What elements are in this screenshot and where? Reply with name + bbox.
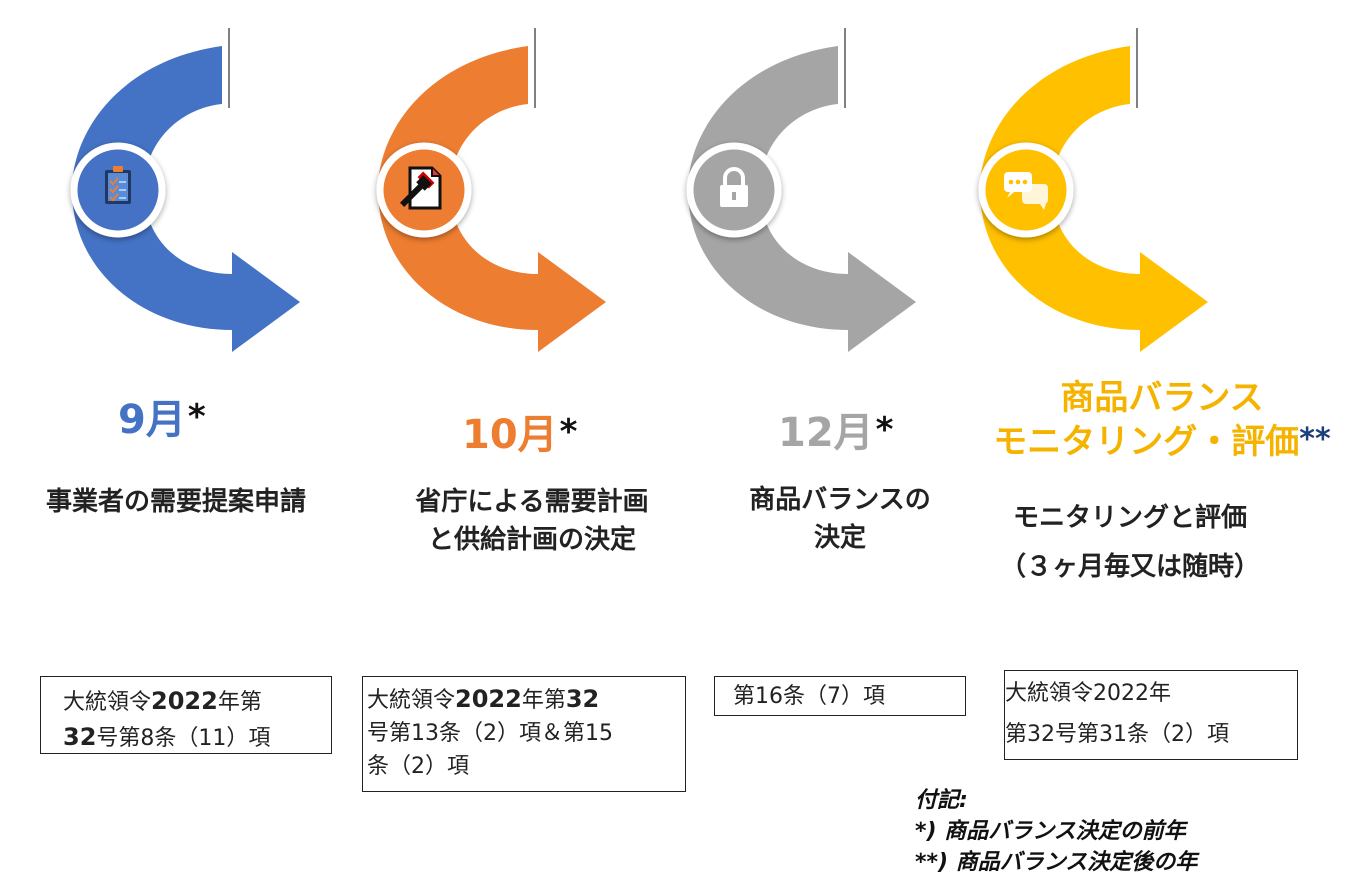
footnote-double-star: **) 商品バランス決定後の年 [915, 849, 1198, 875]
stage-1-reference: 大統領令2022年第 32号第8条（11）項 [40, 676, 332, 754]
stage-2-arrow-shape [378, 46, 606, 352]
stage-1-arrow-shape [72, 46, 300, 352]
stage-4-description: モニタリングと評価 （３ヶ月毎又は随時） [999, 503, 1260, 583]
stage-2-reference: 大統領令2022年第32 号第13条（2）項＆第15 条（2）項 [362, 676, 686, 792]
stage-4-ref-line-1: 大統領令2022年 [1005, 681, 1171, 706]
chat-bubbles-icon [1004, 172, 1048, 210]
stage-4-arrow-shape [980, 46, 1208, 352]
stage-1-arrow [70, 28, 300, 352]
stage-1-ref-line-1: 大統領令2022年第 [63, 687, 262, 715]
stage-3-arrow-shape [688, 46, 916, 352]
gavel-document-icon [399, 166, 442, 210]
stage-2-description: 省庁による需要計画 と供給計画の決定 [415, 487, 649, 555]
stage-2-ref-line-3: 条（2）項 [367, 754, 469, 779]
stage-3-arrow [686, 28, 916, 352]
stage-3-month: 12月* [778, 410, 894, 456]
stage-1-ref-line-2: 32号第8条（11）項 [63, 723, 271, 751]
stage-4-reference: 大統領令2022年 第32号第31条（2）項 [1004, 670, 1298, 760]
stage-2-ref-line-2: 号第13条（2）項＆第15 [367, 721, 613, 746]
footnote-heading: 付記: [915, 788, 968, 813]
stage-4-arrow [978, 28, 1208, 352]
stage-4-title: 商品バランス モニタリング・評価** [993, 378, 1331, 463]
stage-4-ref-line-2: 第32号第31条（2）項 [1005, 722, 1229, 747]
clipboard-checklist-icon [105, 166, 131, 204]
stage-2-ref-line-1: 大統領令2022年第32 [367, 685, 600, 713]
stage-3-reference: 第16条（7）項 [714, 676, 966, 716]
padlock-icon [720, 167, 748, 207]
footnote-single-star: *) 商品バランス決定の前年 [915, 818, 1186, 844]
stage-1-description: 事業者の需要提案申請 [45, 487, 306, 517]
curved-arrows-layer [70, 28, 1208, 352]
stage-3-ref-line-1: 第16条（7）項 [733, 684, 885, 709]
stage-2-arrow [376, 28, 606, 352]
footnotes: 付記: *) 商品バランス決定の前年 **) 商品バランス決定後の年 [915, 786, 1197, 878]
stage-3-description: 商品バランスの 決定 [749, 485, 931, 553]
stage-1-month: 9月* [118, 397, 206, 443]
stage-2-month: 10月* [462, 412, 578, 458]
